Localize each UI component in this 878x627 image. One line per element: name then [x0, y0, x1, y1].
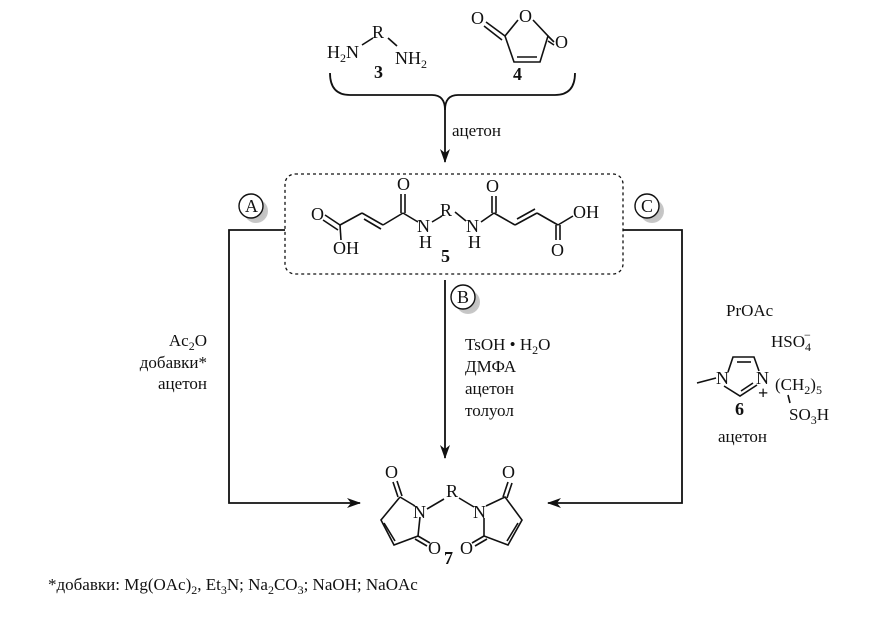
- maleic-anhydride-4: O O O 4: [471, 6, 568, 84]
- svg-text:O: O: [428, 538, 441, 558]
- svg-text:N: N: [413, 502, 426, 522]
- bond: [361, 37, 374, 46]
- svg-text:O: O: [385, 462, 398, 482]
- svg-text:O: O: [460, 538, 473, 558]
- svg-text:R: R: [440, 200, 452, 220]
- svg-text:H2N: H2N: [327, 42, 359, 65]
- svg-text:H: H: [419, 232, 432, 252]
- svg-text:O: O: [397, 174, 410, 194]
- svg-text:OH: OH: [333, 238, 359, 258]
- diamine-3: H2N R NH2 3: [327, 22, 427, 82]
- svg-text:SO3H: SO3H: [789, 405, 829, 427]
- route-c-solvent: ацетон: [718, 427, 767, 446]
- svg-text:N: N: [473, 502, 486, 522]
- svg-text:O: O: [551, 240, 564, 260]
- route-b-badge: [450, 284, 476, 310]
- route-b-conditions: TsOH • H2O ДМФА ацетон толуол: [465, 335, 550, 420]
- ring-bonds: [504, 19, 549, 63]
- intermediate-box: [284, 173, 624, 275]
- svg-text:O: O: [502, 462, 515, 482]
- route-c-label: C: [641, 196, 653, 216]
- svg-text:NH2: NH2: [395, 48, 427, 71]
- svg-text:O: O: [555, 32, 568, 52]
- compound-number-7: 7: [444, 548, 453, 568]
- footnote: *добавки: Mg(OAc)2, Et3N; Na2CO3; NaOH; …: [48, 575, 418, 597]
- route-a-label: A: [245, 196, 258, 216]
- svg-text:N: N: [466, 216, 479, 236]
- svg-text:ДМФА: ДМФА: [465, 357, 517, 376]
- bismaleimide-7: O O O O N R N 7: [380, 462, 523, 568]
- route-c-conditions: PrOAc HSO4− N N + (CH2)5 SO3H 6 ацетон: [696, 301, 829, 446]
- route-a-conditions: Ac2O добавки* ацетон: [140, 331, 207, 393]
- route-c-reagent: PrOAc: [726, 301, 774, 320]
- svg-text:ацетон: ацетон: [465, 379, 514, 398]
- brace: [329, 72, 576, 111]
- svg-text:N: N: [716, 368, 729, 388]
- intermediate-5: O OH O N H R N H O OH O 5: [311, 174, 599, 266]
- svg-text:O: O: [486, 176, 499, 196]
- svg-text:N: N: [417, 216, 430, 236]
- svg-text:O: O: [471, 8, 484, 28]
- h-atom: H: [327, 42, 340, 62]
- svg-text:N: N: [756, 368, 769, 388]
- svg-text:толуол: толуол: [465, 401, 514, 420]
- route-c-arrow: [547, 229, 683, 508]
- svg-text:+: +: [758, 383, 768, 403]
- compound-number-6: 6: [735, 399, 744, 419]
- svg-text:TsOH • H2O: TsOH • H2O: [465, 335, 550, 357]
- route-a-badge: [238, 193, 264, 219]
- bond: [387, 37, 398, 47]
- compound-number-3: 3: [374, 62, 383, 82]
- svg-text:R: R: [446, 481, 458, 501]
- svg-text:O: O: [519, 6, 532, 26]
- compound-number-4: 4: [513, 64, 522, 84]
- svg-text:HSO4−: HSO4−: [771, 328, 811, 354]
- r-group: R: [372, 22, 384, 42]
- svg-text:(CH2)5: (CH2)5: [775, 375, 822, 397]
- compound-number-5: 5: [441, 246, 450, 266]
- svg-text:Ac2O: Ac2O: [169, 331, 207, 353]
- svg-text:добавки*: добавки*: [140, 353, 207, 372]
- svg-text:O: O: [311, 204, 324, 224]
- svg-text:OH: OH: [573, 202, 599, 222]
- route-c-badge: [634, 193, 660, 219]
- imidazolium-6: N N + (CH2)5 SO3H 6: [696, 356, 829, 427]
- svg-text:ацетон: ацетон: [158, 374, 207, 393]
- step1-solvent: ацетон: [452, 121, 501, 140]
- route-b-label: B: [457, 287, 469, 307]
- route-a-arrow: [228, 229, 361, 508]
- svg-text:H: H: [468, 232, 481, 252]
